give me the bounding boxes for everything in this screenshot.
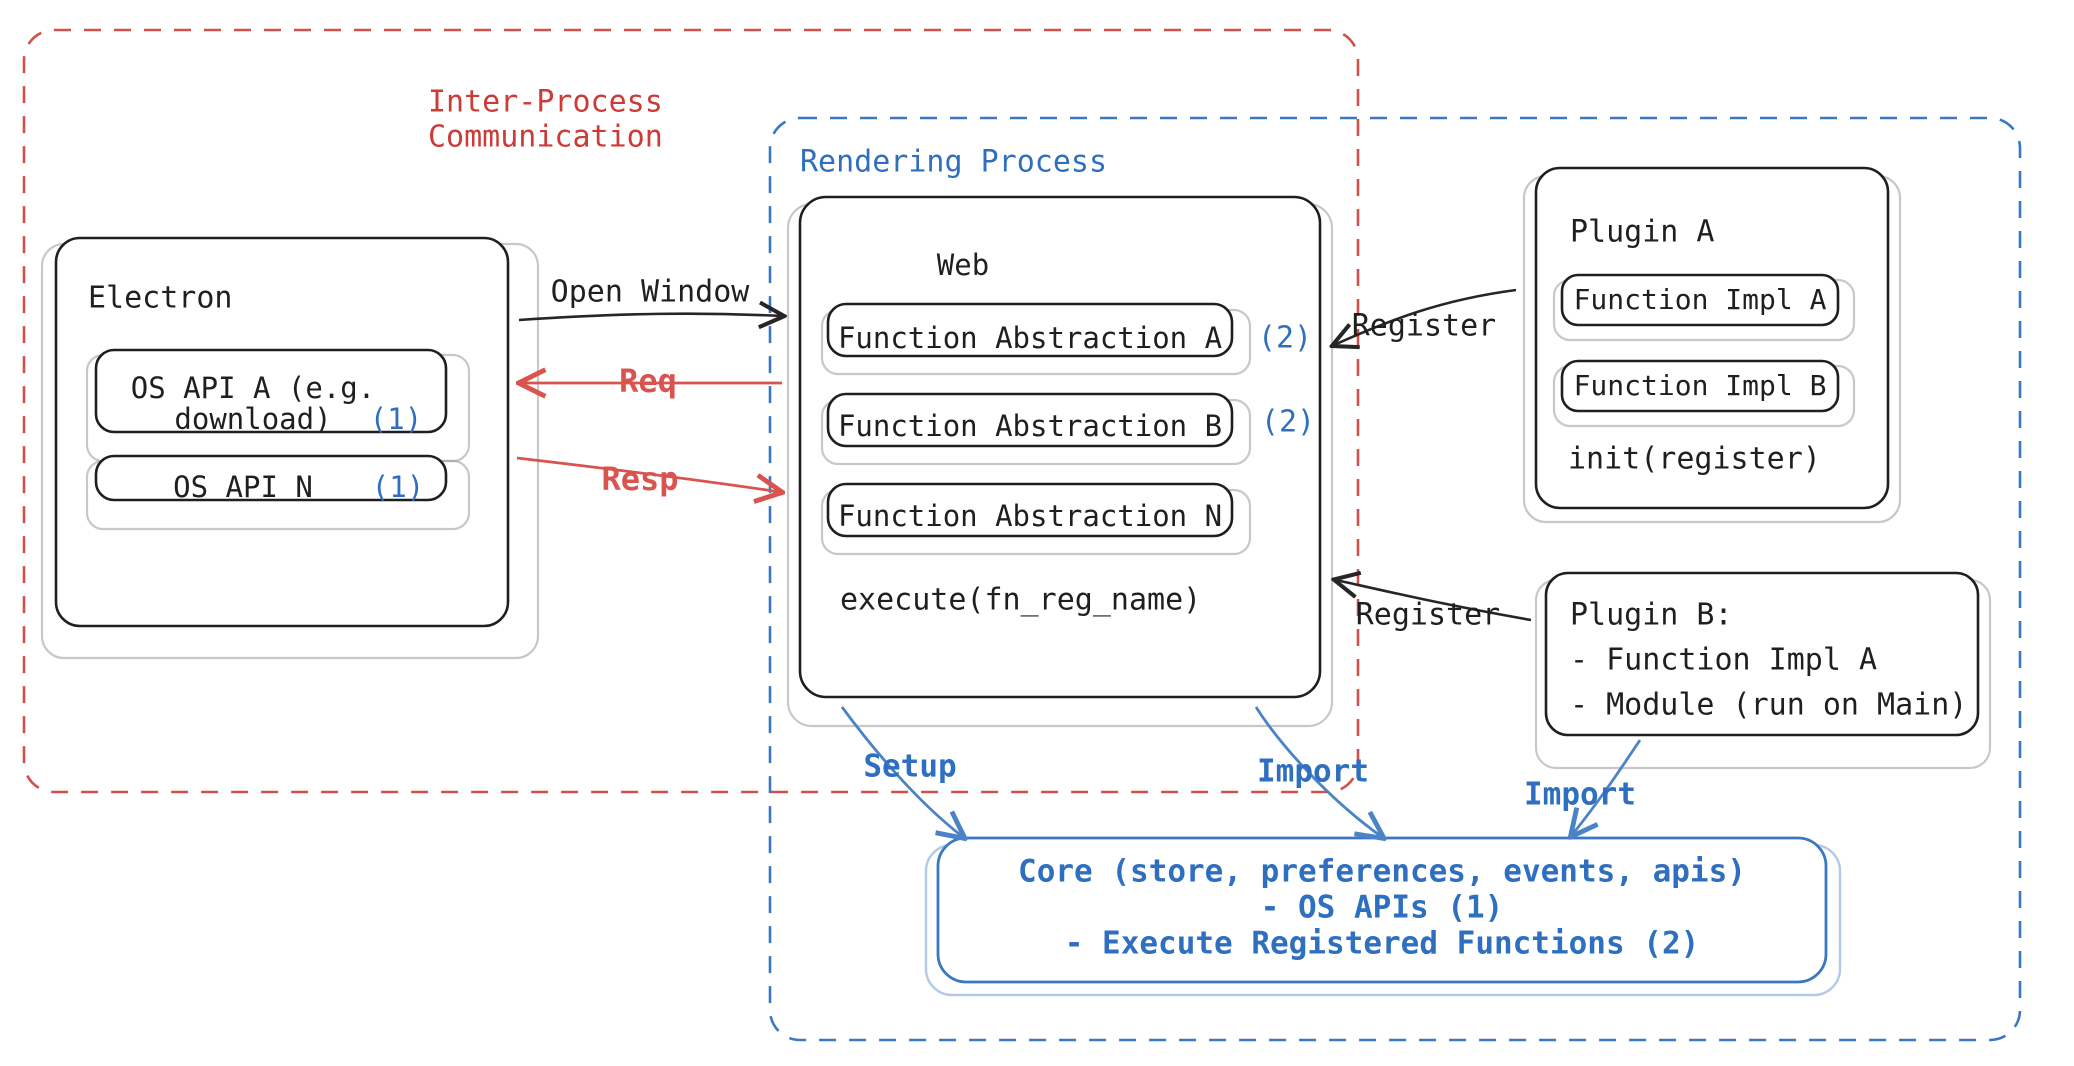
edge-label-req: Req bbox=[619, 362, 677, 400]
function-impl-b-outline bbox=[1560, 359, 1840, 413]
edge-register-plugin-a bbox=[1334, 288, 1517, 345]
function-abstraction-n-label: Function Abstraction N bbox=[838, 499, 1222, 533]
core-line-2: - OS APIs (1) bbox=[1261, 890, 1504, 926]
edge-label-register-plugin-b: Register bbox=[1356, 598, 1501, 633]
function-abstraction-b-box[interactable] bbox=[820, 392, 1252, 466]
edge-import-plugin-b bbox=[1572, 739, 1642, 835]
web-title: Web bbox=[937, 248, 989, 282]
core-line-3: - Execute Registered Functions (2) bbox=[1065, 926, 1700, 962]
web-box[interactable] bbox=[786, 195, 1334, 728]
plugin-b-box[interactable] bbox=[1534, 571, 1992, 770]
function-impl-b-label: Function Impl B bbox=[1574, 369, 1827, 402]
plugin-a-init-label: init(register) bbox=[1568, 442, 1821, 477]
os-api-a-box[interactable] bbox=[85, 348, 471, 463]
edge-setup bbox=[840, 706, 963, 837]
group-rendering-process bbox=[768, 116, 2022, 1042]
plugin-b-item-2: - Module (run on Main) bbox=[1570, 688, 1967, 723]
edge-label-import-web: Import bbox=[1257, 754, 1369, 790]
plugin-b-title: Plugin B: bbox=[1570, 598, 1733, 633]
function-abstraction-a-label: Function Abstraction A bbox=[838, 321, 1222, 355]
function-abstraction-b-marker: (2) bbox=[1261, 405, 1315, 440]
plugin-b-item-1: - Function Impl A bbox=[1570, 643, 1877, 678]
plugin-a-box[interactable] bbox=[1522, 166, 1902, 524]
edge-register-plugin-b bbox=[1336, 580, 1532, 622]
function-abstraction-b-label: Function Abstraction B bbox=[838, 409, 1222, 443]
os-api-a-label-line1: OS API A (e.g. bbox=[131, 371, 375, 405]
core-box[interactable] bbox=[924, 836, 1842, 997]
group-inter-process-communication bbox=[22, 28, 1360, 794]
edge-label-setup: Setup bbox=[863, 749, 956, 785]
function-impl-a-label: Function Impl A bbox=[1574, 283, 1827, 316]
os-api-n-box[interactable] bbox=[85, 454, 471, 531]
function-impl-a-outline bbox=[1560, 273, 1840, 327]
os-api-n-marker: (1) bbox=[372, 470, 424, 504]
edge-label-import-plugin-b: Import bbox=[1524, 777, 1636, 813]
electron-title: Electron bbox=[88, 281, 233, 316]
edge-resp bbox=[516, 456, 780, 492]
ipc-group-label-line1: Inter-Process bbox=[428, 85, 663, 120]
edge-open-window bbox=[518, 314, 782, 320]
function-impl-a-box[interactable] bbox=[1552, 273, 1856, 342]
os-api-a-label-line2: download) bbox=[174, 402, 331, 436]
os-api-n-label: OS API N bbox=[173, 470, 313, 504]
ipc-group-label-line2: Communication bbox=[428, 120, 663, 155]
rendering-group-border bbox=[768, 116, 2022, 1042]
function-impl-b-box[interactable] bbox=[1552, 359, 1856, 428]
plugin-b-outline bbox=[1544, 571, 1980, 737]
os-api-n-outline bbox=[94, 454, 448, 502]
edge-import-web bbox=[1254, 706, 1382, 837]
function-abstraction-a-outline bbox=[826, 302, 1234, 358]
function-abstraction-n-box[interactable] bbox=[820, 482, 1252, 556]
rendering-process-label: Rendering Process bbox=[800, 145, 1107, 180]
edge-label-open-window: Open Window bbox=[551, 275, 751, 310]
plugin-a-title: Plugin A bbox=[1570, 215, 1715, 250]
os-api-a-outline bbox=[94, 348, 448, 434]
os-api-a-marker: (1) bbox=[370, 402, 422, 436]
function-abstraction-a-marker: (2) bbox=[1258, 321, 1312, 356]
edge-label-resp: Resp bbox=[601, 460, 678, 498]
web-execute-label: execute(fn_reg_name) bbox=[840, 583, 1201, 618]
plugin-a-outline bbox=[1534, 166, 1890, 510]
ipc-group-border bbox=[22, 28, 1360, 794]
edge-label-register-plugin-a: Register bbox=[1352, 309, 1497, 344]
function-abstraction-n-outline bbox=[826, 482, 1234, 538]
function-abstraction-b-outline bbox=[826, 392, 1234, 448]
function-abstraction-a-box[interactable] bbox=[820, 302, 1252, 376]
core-line-1: Core (store, preferences, events, apis) bbox=[1018, 854, 1746, 890]
